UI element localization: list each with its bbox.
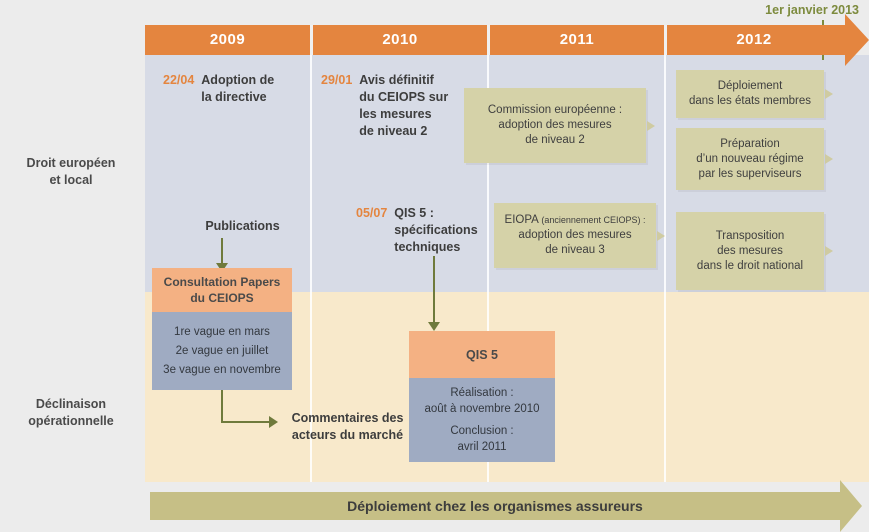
timeline-bar: [145, 25, 845, 55]
bottom-banner-bar: [150, 492, 840, 520]
row-label-european-law-line2: et local: [49, 173, 93, 187]
box-qis5-body: Réalisation : août à novembre 2010 Concl…: [409, 378, 555, 462]
year-header-2010[interactable]: 2010: [382, 31, 418, 48]
arrow-publications-head-icon: [216, 263, 228, 272]
arrow-commentaires-head-icon: [269, 416, 278, 428]
commission-line1: Commission européenne :: [487, 104, 623, 116]
column-divider-2010-2011: [487, 55, 489, 482]
header-divider-3: [664, 25, 667, 55]
box-transposition: Transposition des mesures dans le droit …: [676, 212, 824, 290]
bottom-banner-label: Déploiement chez les organismes assureur…: [347, 498, 643, 514]
qis5-conclusion-label: Conclusion :: [450, 425, 514, 437]
row-label-operational-line1: Déclinaison: [35, 397, 107, 411]
column-divider-2009-2010: [310, 55, 312, 482]
transposition-line2: des mesures: [717, 244, 783, 257]
transposition-line3: dans le droit national: [696, 259, 804, 272]
box-consultation-papers-header-line2: du CEIOPS: [190, 291, 254, 305]
arrow-publications-line: [221, 238, 223, 265]
event-avis-ceiops-text: Avis définitif du CEIOPS sur les mesures…: [359, 73, 449, 138]
connector-eiopa-icon: [657, 231, 665, 241]
preparation-line2: d’un nouveau régime: [696, 152, 804, 165]
eiopa-line1: EIOPA (anciennement CEIOPS) :: [505, 213, 646, 228]
box-consultation-papers-header: Consultation Papers du CEIOPS: [152, 268, 292, 312]
end-marker-label: 1er janvier 2013: [765, 3, 859, 17]
eiopa-line3: de niveau 3: [545, 244, 605, 256]
column-divider-2011-2012: [664, 55, 666, 482]
event-qis5-specs: 05/07 QIS 5 : spécifications techniques: [356, 205, 478, 256]
commission-line2: adoption des mesures: [498, 119, 612, 131]
event-adoption-directive: 22/04 Adoption de la directive: [163, 72, 274, 106]
box-commission-europeenne: Commission européenne : adoption des mes…: [464, 88, 646, 163]
box-deploiement-etats-membres: Déploiement dans les états membres: [676, 70, 824, 118]
row-label-operational-line2: opérationnelle: [28, 414, 114, 428]
event-adoption-directive-text: Adoption de la directive: [201, 73, 275, 104]
row-label-operational: Déclinaison opérationnelle: [0, 396, 142, 430]
year-header-2009[interactable]: 2009: [209, 31, 246, 48]
arrow-commentaires-hline: [221, 421, 271, 423]
connector-commission-icon: [647, 121, 655, 131]
qis5-conclusion-value: avril 2011: [457, 441, 507, 453]
label-commentaires-marche: Commentaires des acteurs du marché: [291, 411, 404, 442]
eiopa-subtitle: (anciennement CEIOPS) :: [541, 215, 646, 225]
bottom-banner-arrowhead: [840, 480, 862, 532]
preparation-line1: Préparation: [720, 137, 780, 150]
commission-line3: de niveau 2: [525, 134, 585, 146]
eiopa-name: EIOPA: [504, 214, 539, 226]
header-divider-1: [310, 25, 313, 55]
year-header-2011[interactable]: 2011: [559, 31, 595, 48]
consultation-wave-1: 1re vague en mars: [174, 325, 270, 338]
event-avis-ceiops-date: 29/01: [321, 73, 353, 87]
year-header-2012[interactable]: 2012: [736, 31, 772, 48]
transposition-line1: Transposition: [715, 229, 785, 242]
row-label-european-law: Droit européen et local: [0, 155, 142, 189]
box-qis5-header: QIS 5: [409, 331, 555, 378]
arrow-qis5-head-icon: [428, 322, 440, 331]
consultation-wave-2: 2e vague en juillet: [175, 344, 269, 357]
eiopa-line2: adoption des mesures: [518, 229, 632, 241]
qis5-realisation-label: Réalisation :: [450, 387, 514, 399]
preparation-line3: par les superviseurs: [698, 167, 802, 180]
qis5-realisation-value: août à novembre 2010: [424, 403, 540, 415]
box-preparation-regime: Préparation d’un nouveau régime par les …: [676, 128, 824, 190]
event-qis5-specs-date: 05/07: [356, 206, 388, 220]
deploiement-line2: dans les états membres: [688, 95, 812, 107]
box-eiopa: EIOPA (anciennement CEIOPS) : adoption d…: [494, 203, 656, 268]
deploiement-line1: Déploiement: [717, 80, 783, 92]
connector-preparation-icon: [825, 154, 833, 164]
arrow-commentaires-vline: [221, 390, 223, 422]
label-publications: Publications: [205, 219, 280, 233]
connector-transposition-icon: [825, 246, 833, 256]
event-qis5-specs-text: QIS 5 : spécifications techniques: [394, 206, 478, 254]
event-adoption-directive-date: 22/04: [163, 73, 195, 87]
event-avis-ceiops: 29/01 Avis définitif du CEIOPS sur les m…: [321, 72, 448, 140]
box-consultation-papers-header-line1: Consultation Papers: [163, 275, 281, 289]
box-consultation-papers-body: 1re vague en mars 2e vague en juillet 3e…: [152, 312, 292, 390]
arrow-qis5-line: [433, 256, 435, 324]
row-label-european-law-line1: Droit européen: [26, 156, 116, 170]
consultation-wave-3: 3e vague en novembre: [163, 363, 281, 376]
box-qis5-header-text: QIS 5: [466, 347, 498, 362]
timeline-arrowhead: [845, 14, 869, 66]
connector-deploiement-icon: [825, 89, 833, 99]
header-divider-2: [487, 25, 490, 55]
